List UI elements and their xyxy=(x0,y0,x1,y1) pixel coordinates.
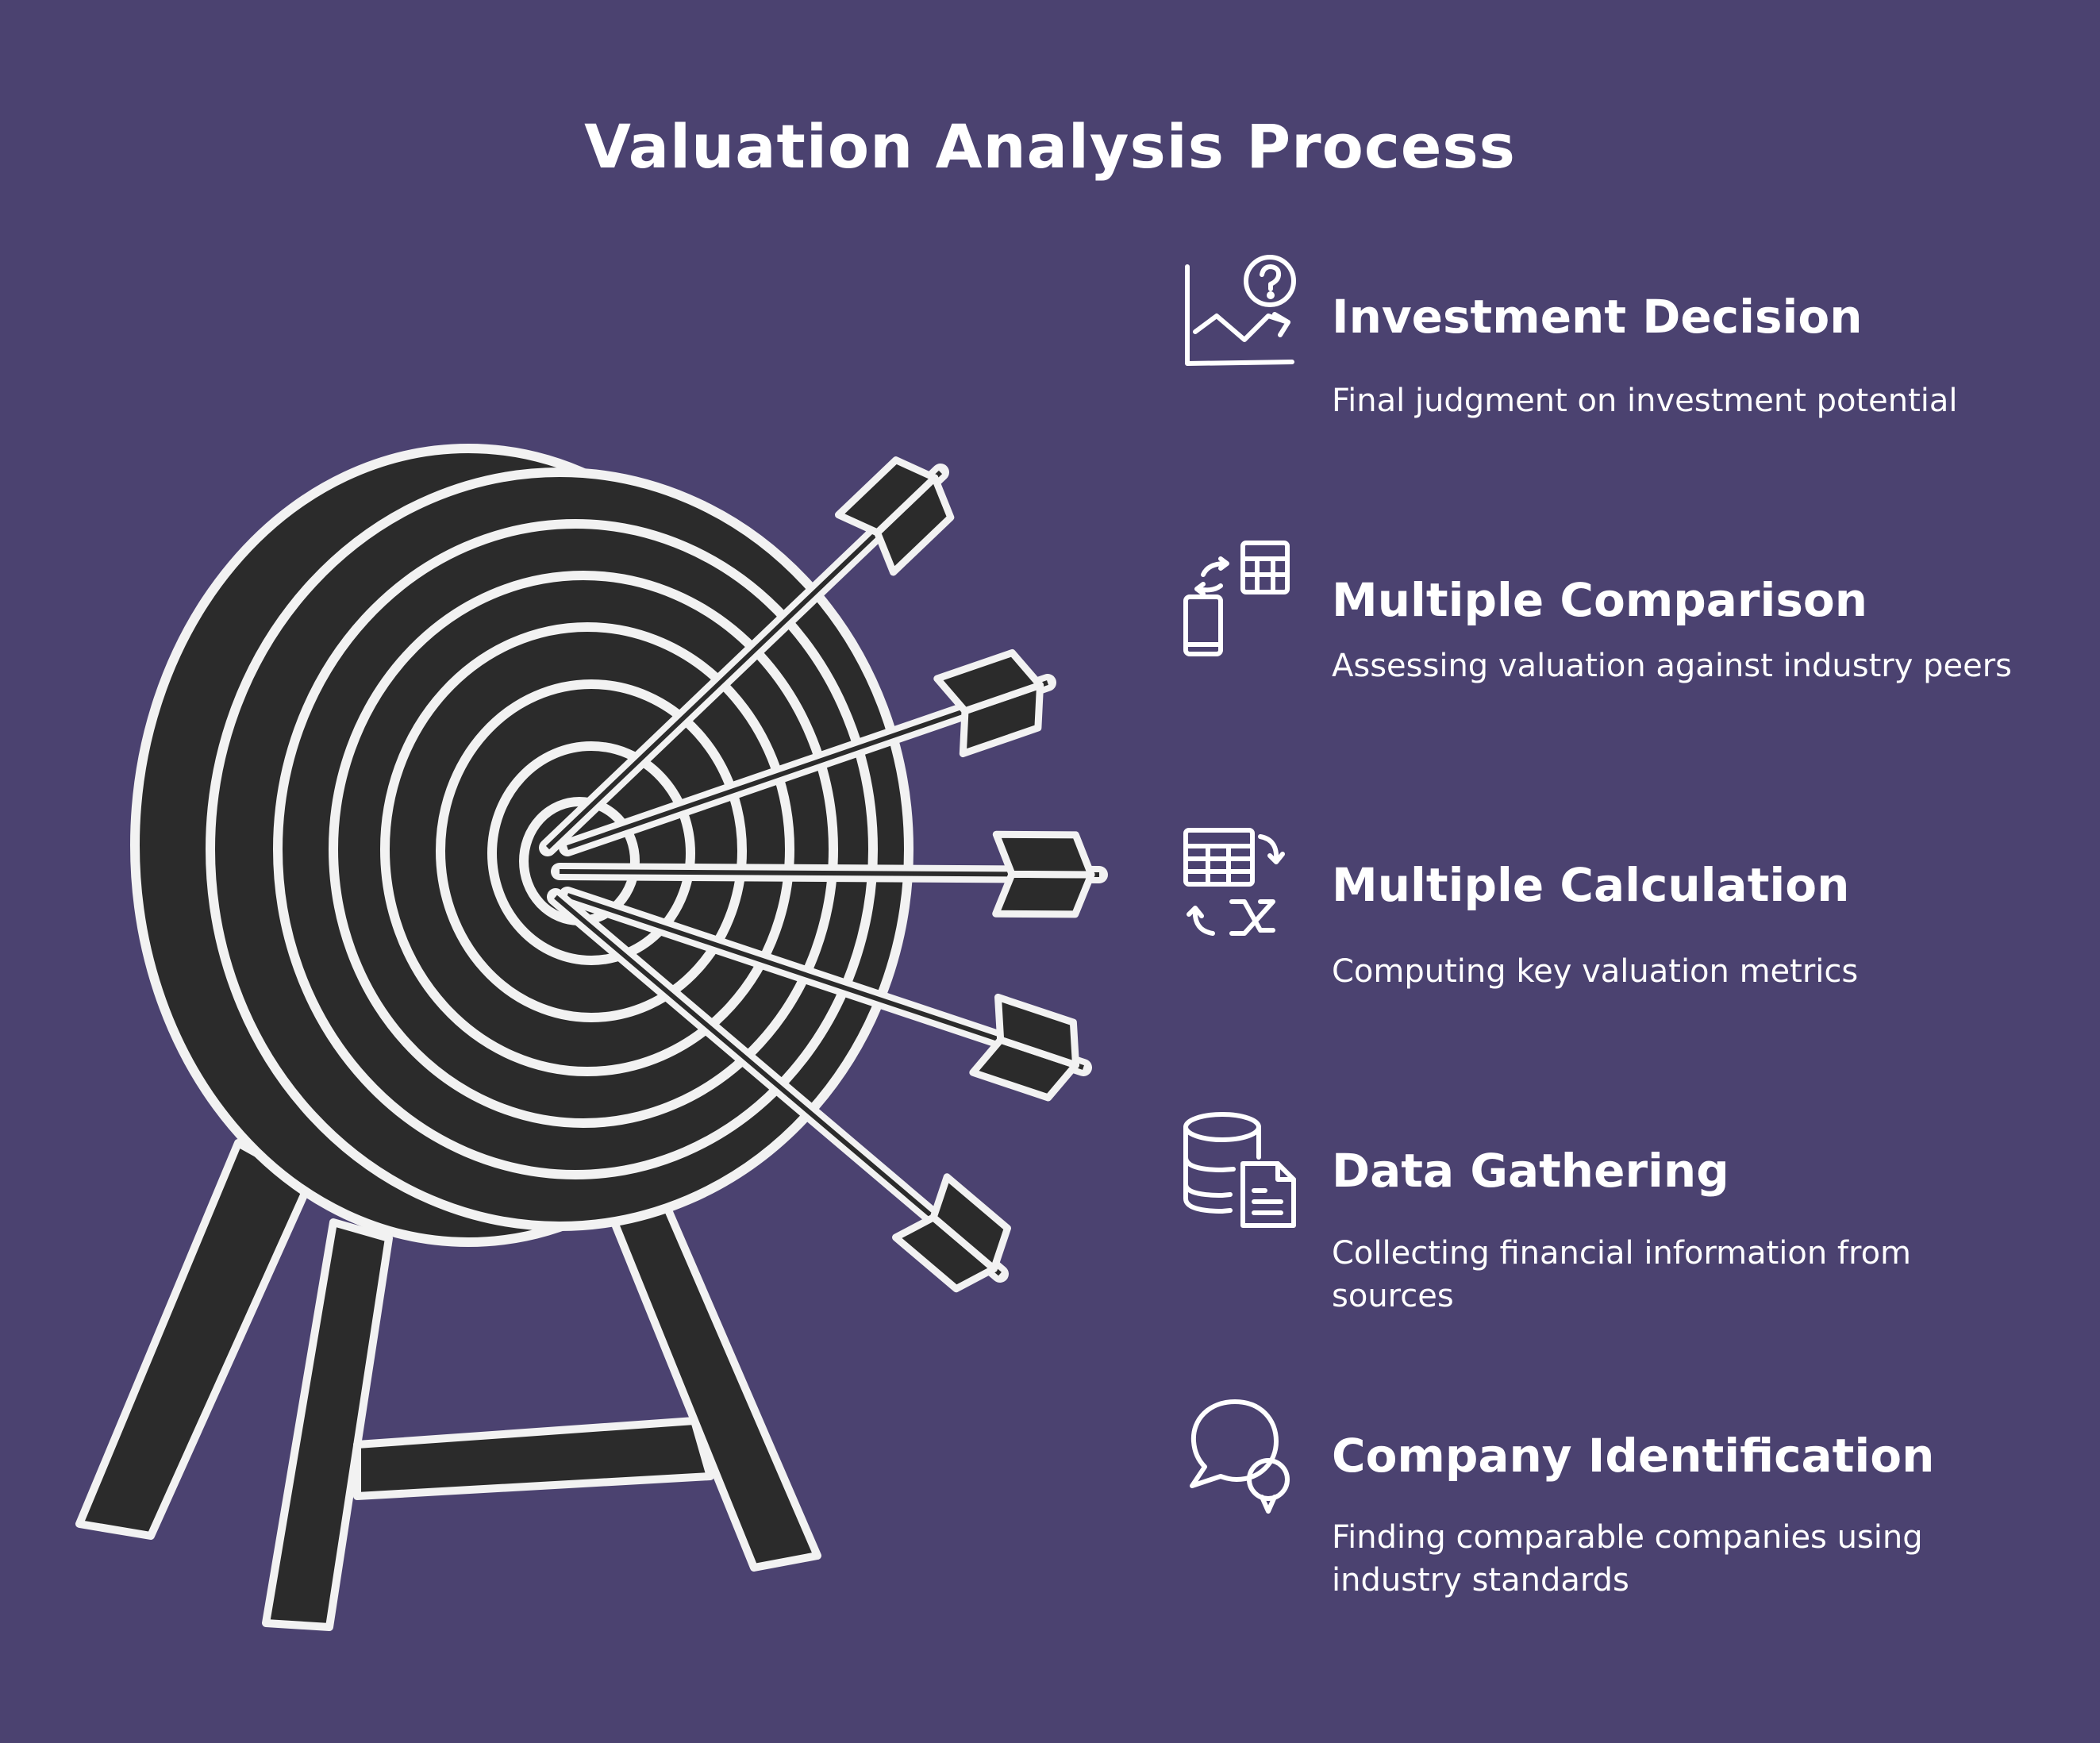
step-title: Multiple Comparison xyxy=(1332,573,1868,627)
arrow-5 xyxy=(547,888,1011,1293)
step-title: Data Gathering xyxy=(1332,1144,1729,1198)
step-title: Investment Decision xyxy=(1332,290,1863,344)
step-description: Assessing valuation against industry pee… xyxy=(1332,648,2012,684)
target-rings xyxy=(130,444,913,1247)
arrows-group xyxy=(539,456,1108,1293)
chart-question-icon xyxy=(1185,255,1296,366)
step-title: Company Identification xyxy=(1332,1429,1935,1483)
arrow-4 xyxy=(559,887,1092,1102)
phone-calculator-icon xyxy=(1183,541,1290,656)
arrow-1 xyxy=(539,456,955,856)
step-description: Finding comparable companies using indus… xyxy=(1332,1519,1923,1599)
step-description: Collecting financial information from so… xyxy=(1332,1235,1911,1314)
database-document-icon xyxy=(1183,1112,1296,1228)
target-stand-legs xyxy=(75,1139,821,1631)
speech-bubbles-icon xyxy=(1190,1399,1290,1514)
page-title: Valuation Analysis Process xyxy=(584,111,1516,182)
arrow-2 xyxy=(559,648,1056,856)
step-description: Final judgment on investment potential xyxy=(1332,383,1958,419)
arrow-3 xyxy=(551,830,1108,918)
step-description: Computing key valuation metrics xyxy=(1332,953,1859,990)
step-title: Multiple Calculation xyxy=(1332,858,1850,912)
table-multiply-icon xyxy=(1183,828,1285,936)
